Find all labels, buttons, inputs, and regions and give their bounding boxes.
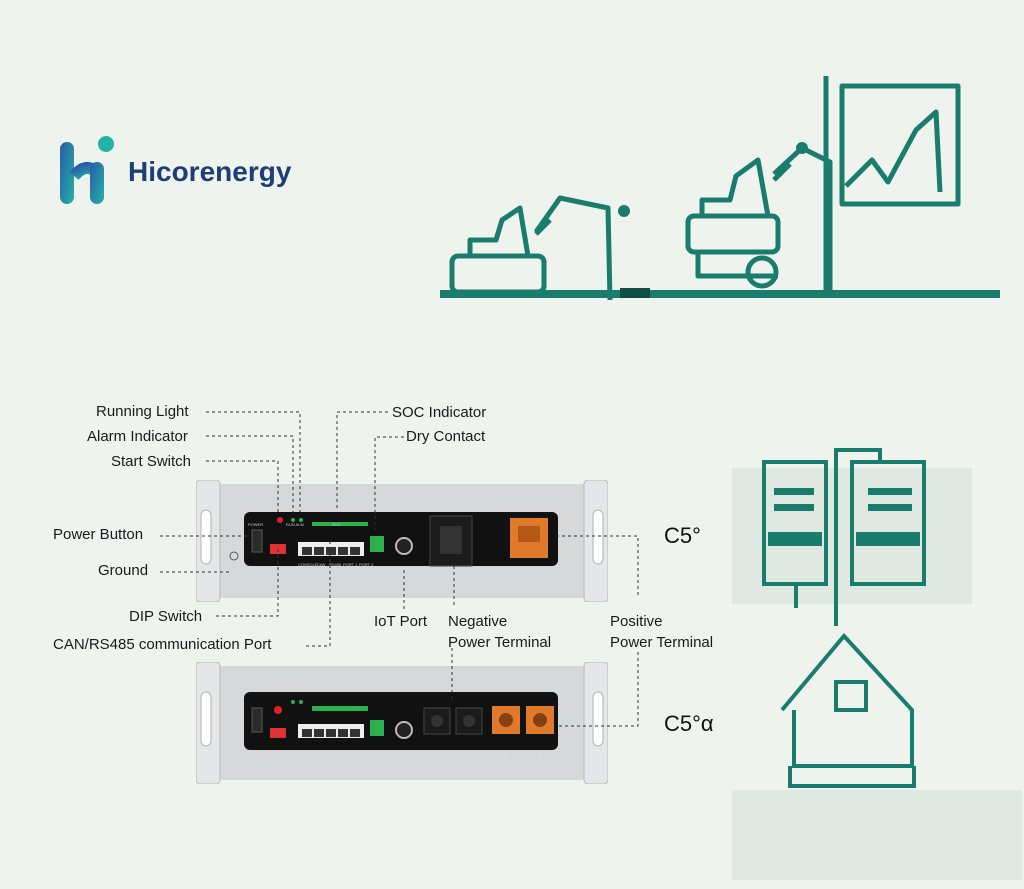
battery-unit-c5 (196, 480, 608, 602)
negative-sign-2: − (465, 748, 473, 762)
negative-sign-1: − (432, 748, 440, 762)
iot-port-label: IoT Port (374, 613, 428, 630)
brand-name: Hicorenergy (128, 156, 292, 187)
rs485-caption: RS485 (329, 562, 342, 567)
soc-indicator-label: SOC Indicator (392, 404, 487, 421)
alarm-indicator-label: Alarm Indicator (87, 428, 188, 445)
port2-caption: PORT 2 (359, 562, 374, 567)
running-light-label: Running Light (96, 403, 189, 420)
brand-logo (60, 136, 114, 204)
power-caption: POWER (248, 522, 264, 527)
battery-unit-c5-alpha (196, 662, 608, 784)
start-switch-label: Start Switch (111, 453, 192, 470)
positive-sign-1: + (502, 748, 510, 762)
can-port-label: CAN/RS485 communication Port (53, 636, 272, 653)
power-button-label: Power Button (53, 526, 144, 543)
negative-terminal-label-2: Power Terminal (448, 634, 552, 651)
soc-caption: SOC (332, 522, 341, 527)
home-storage-illustration (732, 448, 1022, 880)
run-alm-caption: RUN ALM (286, 522, 304, 527)
ground-label: Ground (98, 562, 149, 579)
industrial-robot-illustration (440, 76, 1000, 301)
negative-terminal-label-1: Negative (448, 613, 508, 630)
port1-caption: PORT 1 (343, 562, 358, 567)
dip-switch-label: DIP Switch (129, 608, 203, 625)
model-c5-label: C5° (664, 523, 701, 548)
positive-sign-2: + (536, 748, 544, 762)
positive-terminal-label-1: Positive (610, 613, 663, 630)
dry-contact-label: Dry Contact (406, 428, 486, 445)
negative-sign-top: − (448, 568, 456, 582)
can-caption: CAN (317, 562, 326, 567)
console-caption: CONSOLE (298, 562, 318, 567)
positive-sign-top: + (524, 568, 532, 582)
model-c5-alpha-label: C5°α (664, 711, 714, 736)
positive-terminal-label-2: Power Terminal (610, 634, 714, 651)
